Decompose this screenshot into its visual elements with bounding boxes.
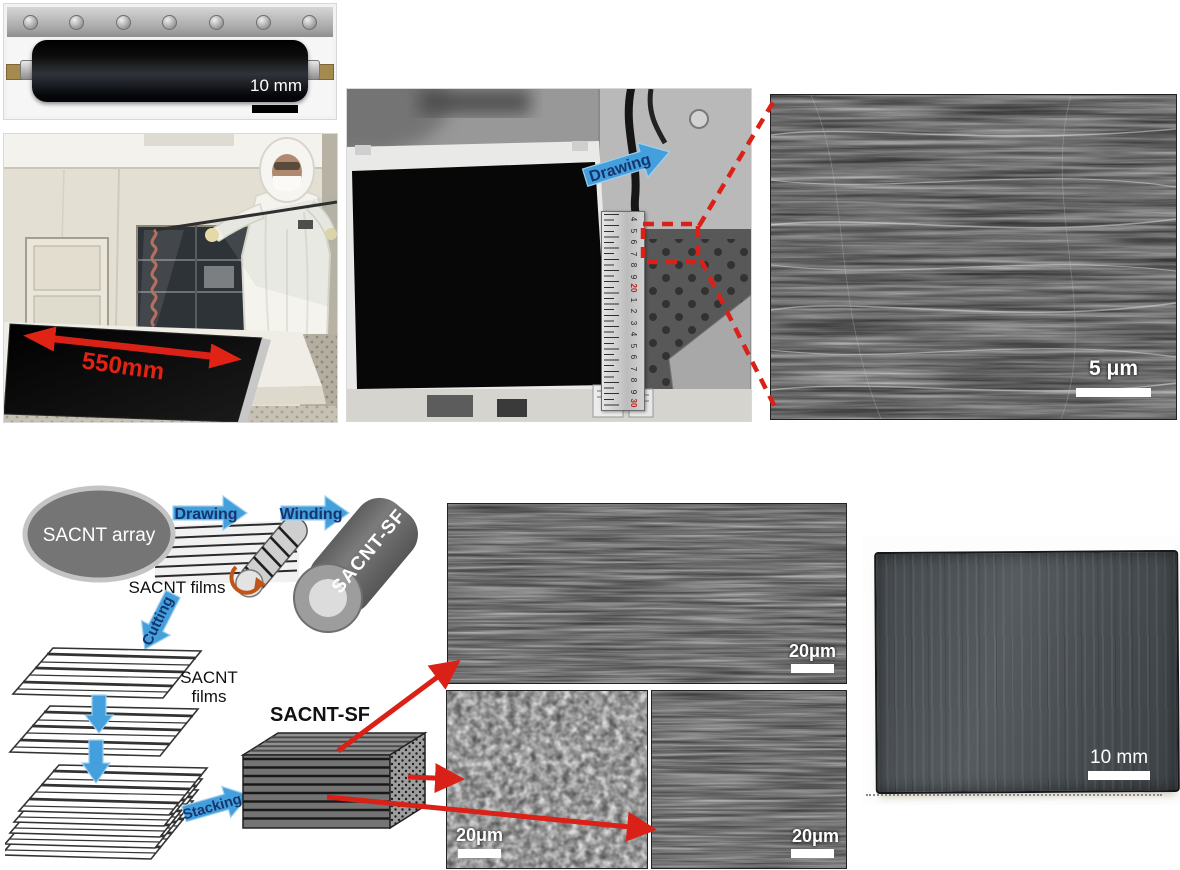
cutting-arrow-icon: Cutting [139, 589, 181, 651]
sem-image-cross-section: 20μm [446, 690, 648, 869]
scale-bar [791, 664, 834, 673]
width-arrow [23, 326, 242, 369]
scale-bar [1088, 771, 1150, 780]
scale-label: 20μm [792, 826, 840, 846]
photo-bulk-film: 10 mm [862, 535, 1180, 805]
sem-texture [771, 95, 1176, 419]
scale-bar [1076, 388, 1151, 397]
scale-label: 5 μm [1089, 357, 1139, 380]
screw-icon [302, 14, 318, 30]
ruler-teeth-edge [866, 794, 1162, 796]
ruler-number: 8 [629, 377, 638, 383]
drawing-scene: Drawing [347, 89, 751, 421]
films-stack-label-1: SACNT [180, 668, 238, 687]
scale-bar [252, 105, 298, 113]
cutting-arrow-label: Cutting [139, 594, 177, 649]
ruler-number: 1 [629, 297, 638, 302]
drawing-arrow-icon: Drawing [172, 494, 249, 532]
ruler-number: 8 [629, 262, 638, 268]
scale-label: 10 mm [250, 76, 302, 95]
ruler-number: 6 [629, 354, 638, 360]
ruler: 4 5 6 7 8 9 20 1 2 3 4 5 6 7 8 9 30 [601, 211, 645, 411]
ruler-number: 5 [629, 343, 638, 348]
drawing-rod [155, 200, 337, 232]
process-diagram: SACNT array Drawing Windin [5, 482, 445, 870]
ruler-number: 6 [629, 239, 638, 245]
ruler-number: 30 [629, 398, 638, 408]
ruler-number: 4 [629, 216, 638, 222]
sacnt-films-label: SACNT films [129, 578, 226, 597]
scale-label: 20μm [789, 641, 837, 661]
ruler-number: 2 [629, 308, 638, 314]
screw-icon [209, 14, 225, 30]
cnt-roller [32, 40, 308, 102]
ruler-number: 3 [629, 320, 638, 325]
cnt-film [352, 162, 609, 389]
down-arrow-icon [83, 694, 115, 734]
ruler-number: 5 [629, 228, 638, 233]
sacnt-array-label: SACNT array [43, 525, 156, 546]
screw-icon [255, 14, 271, 30]
scale-bar [791, 849, 834, 858]
ruler-number: 9 [629, 274, 638, 279]
scale-bar [458, 849, 501, 858]
sem-image-aligned-cnts: 5 μm [770, 94, 1177, 420]
film-stack [5, 763, 209, 861]
screw-icon [689, 109, 709, 129]
film-frame-edge [238, 338, 271, 422]
metal-rail [7, 7, 333, 39]
ruler-number: 9 [629, 389, 638, 394]
films-stack-label-2: films [192, 687, 227, 706]
screw-icon [22, 14, 38, 30]
block-label: SACNT-SF [270, 704, 370, 726]
winding-roller [235, 516, 308, 598]
screw-icon [162, 14, 178, 30]
transparent-sheet [214, 194, 337, 309]
winding-arrow-label: Winding [280, 506, 343, 523]
photo-film-drawing: Drawing 4 5 6 7 8 9 20 1 2 3 4 5 6 7 8 9 30 [346, 88, 752, 422]
film-sheet [11, 646, 203, 700]
photo-cnt-roller: 10 mm [3, 3, 337, 120]
cable [647, 89, 668, 145]
sem-image-film-surface: 20μm [447, 503, 847, 684]
drawing-arrow-label: Drawing [174, 506, 237, 523]
scale-label: 10 mm [1090, 747, 1149, 768]
sacnt-array: SACNT array [22, 485, 176, 583]
sem-image-side-surface: 20μm [651, 690, 847, 869]
cleanroom-scene: 550mm [4, 134, 337, 422]
rotation-arrowhead [254, 577, 267, 590]
cleanroom-operator [205, 137, 337, 363]
ruler-number: 7 [629, 251, 638, 256]
ruler-number: 4 [629, 331, 638, 337]
winding-arrow-icon: Winding [280, 494, 351, 532]
sacnt-sf-block: SACNT-SF [240, 704, 428, 830]
rotation-arrow-icon [229, 565, 261, 595]
diagram-scene: SACNT array Drawing Windin [5, 485, 428, 861]
screw-icon [115, 14, 131, 30]
scale-label: 20μm [456, 825, 504, 845]
photo-cleanroom: 550mm [3, 133, 338, 423]
down-arrow-icon [80, 739, 112, 785]
ruler-number: 7 [629, 366, 638, 371]
screw-icon [69, 14, 85, 30]
coiled-cable [150, 228, 158, 328]
ruler-numbers: 4 5 6 7 8 9 20 1 2 3 4 5 6 7 8 9 30 [627, 214, 639, 408]
ruler-number: 20 [629, 283, 638, 293]
